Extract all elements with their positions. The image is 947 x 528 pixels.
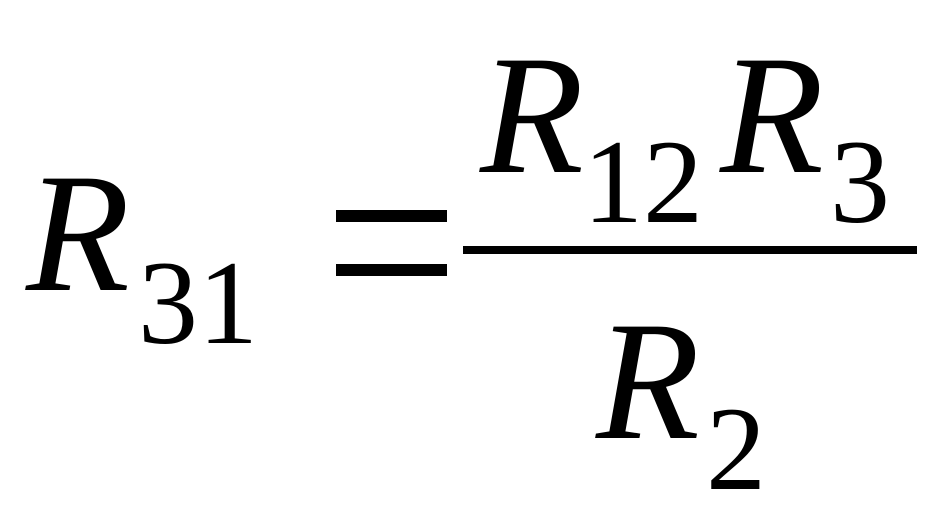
numerator-subscript-2: 3 — [830, 115, 890, 248]
equals-bar-top — [336, 210, 447, 222]
fraction-bar — [463, 246, 917, 254]
lhs-symbol: R — [26, 139, 130, 327]
equals-bar-bottom — [336, 264, 447, 276]
numerator-symbol-2: R — [720, 21, 824, 209]
lhs-subscript: 31 — [138, 236, 258, 369]
denominator-subscript: 2 — [706, 382, 766, 515]
numerator-subscript-1: 12 — [583, 115, 703, 248]
denominator-symbol: R — [596, 287, 700, 475]
numerator-symbol-1: R — [480, 21, 584, 209]
